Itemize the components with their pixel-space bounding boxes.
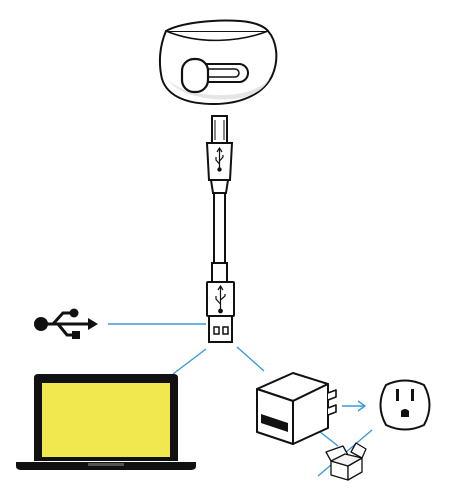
usb-logo-small [215, 146, 224, 172]
usb-logo-plug [215, 284, 226, 314]
usb-wall-adapter-icon [256, 372, 337, 445]
box-not-included-icon [325, 442, 367, 481]
adapter-side-face [292, 383, 329, 445]
usb-trident-icon [34, 308, 98, 339]
micro-usb-neck [209, 179, 230, 194]
laptop-trackpad-notch [88, 463, 124, 466]
device-illustration [158, 19, 278, 106]
device-inner-rim [165, 30, 269, 42]
outlet-ground-hole [401, 409, 409, 417]
adapter-prong-top [327, 389, 337, 401]
outlet-slot-right [411, 389, 414, 401]
device-shading [168, 78, 270, 100]
cable-wire [213, 192, 226, 264]
laptop-screen [42, 383, 170, 457]
laptop-icon [16, 374, 196, 470]
usb-a-pin-2 [222, 326, 229, 335]
outlet-face [379, 379, 431, 431]
adapter-prong-bottom [327, 404, 337, 416]
power-outlet-icon [379, 379, 431, 431]
port-switch [180, 57, 210, 94]
adapter-usb-port [261, 414, 288, 432]
usb-a-neck [211, 262, 228, 283]
connector-laptop [172, 348, 207, 375]
device-top-edge [165, 19, 269, 32]
connector-outlet-arrow [357, 400, 367, 412]
micro-usb-tip [211, 115, 228, 144]
box-top-opening [330, 453, 363, 467]
outlet-slot-left [396, 389, 399, 401]
usb-a-metal [208, 315, 233, 343]
connector-adapter [236, 346, 265, 372]
usb-a-pin-1 [213, 326, 220, 335]
usb-cable [205, 115, 235, 343]
